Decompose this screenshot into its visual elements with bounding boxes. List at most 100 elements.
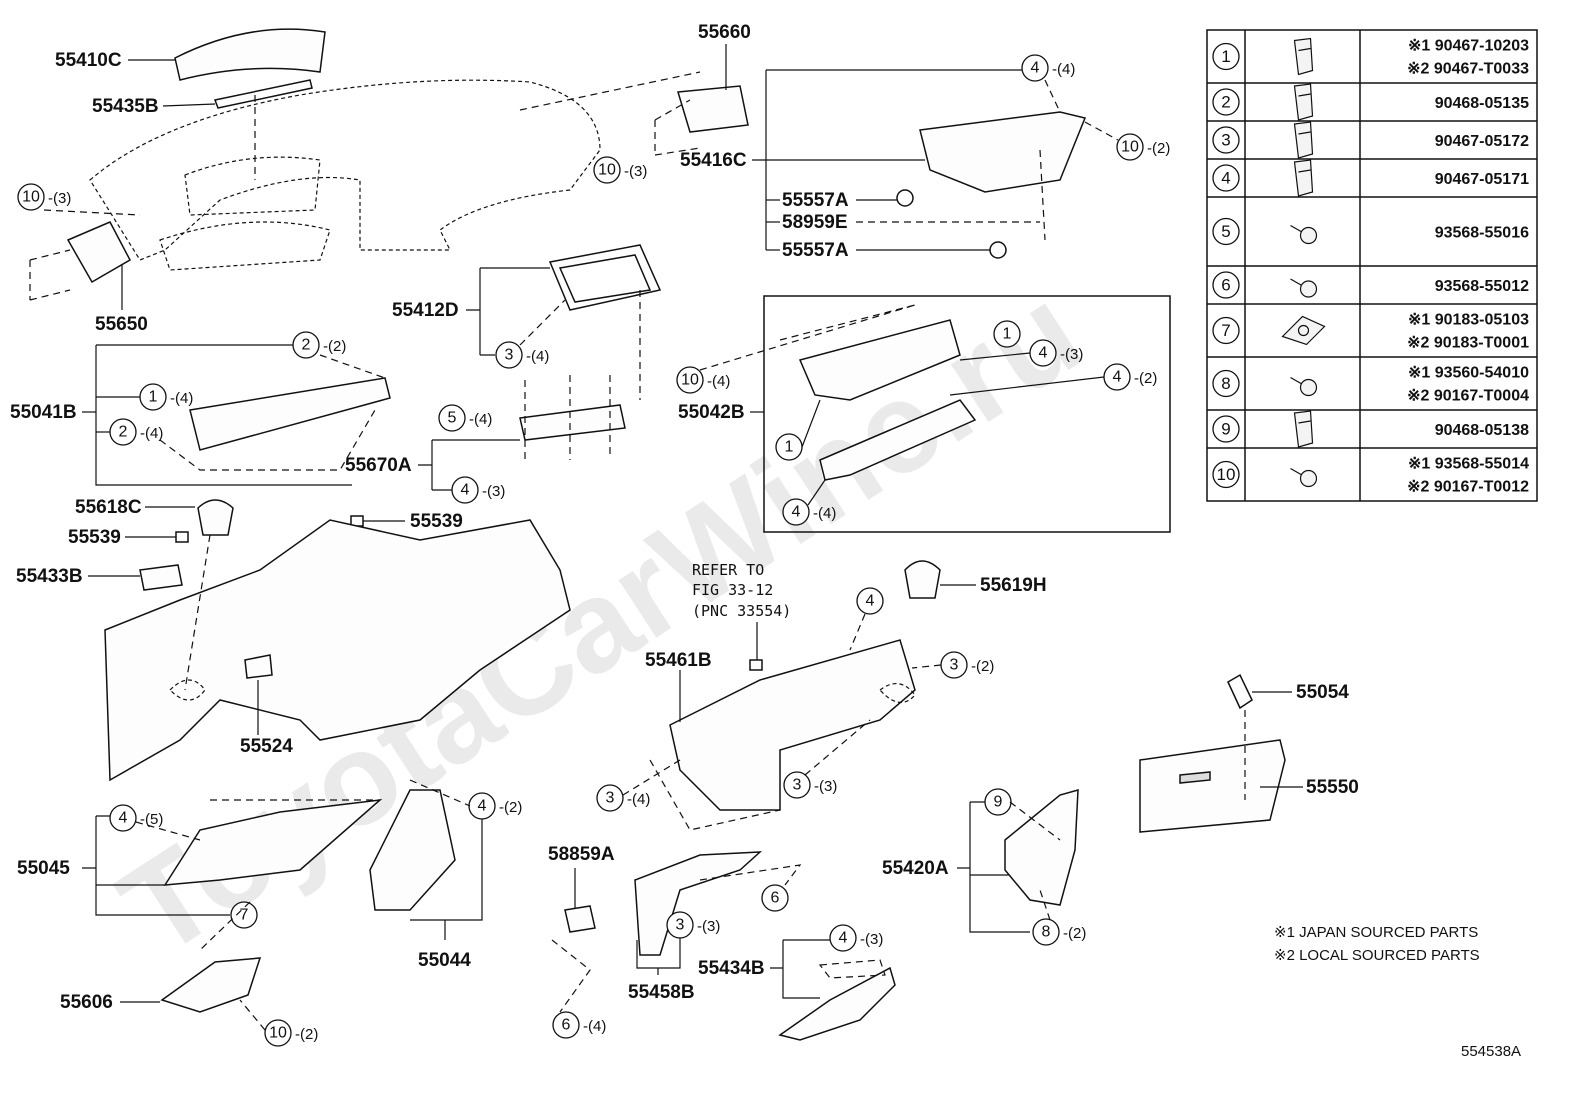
svg-text:4: 4 xyxy=(119,810,128,827)
part-55042B: 55042B xyxy=(678,402,745,423)
display-bezel-group: 55412D 3 -(4) xyxy=(392,244,662,400)
fastener-part-number: ※2 90167-T0012 xyxy=(1407,479,1529,496)
svg-text:6: 6 xyxy=(562,1017,571,1034)
cover-55420A-part xyxy=(1004,788,1079,906)
svg-text:4: 4 xyxy=(478,798,487,815)
lower-panel-55434B: 55434B 4 -(3) xyxy=(698,924,896,1041)
part-55557A-1: 55557A xyxy=(782,190,849,211)
fastener-row-6: 6 93568-55012 xyxy=(1207,265,1537,299)
part-55416C: 55416C xyxy=(680,150,747,171)
fastener-row-8: 8※1 93560-54010※2 90167-T0004 xyxy=(1207,356,1537,405)
instrument-panel-top: 55410C 55435B 55650 10 -(3) xyxy=(17,28,601,335)
clip-icon xyxy=(1293,159,1314,197)
part-55041B: 55041B xyxy=(10,402,77,423)
svg-text:1: 1 xyxy=(149,389,158,406)
box-55041B: 55041B 2 -(2) 1 -(4) 2 -(4) xyxy=(10,331,391,486)
bracket-55606-part xyxy=(160,957,262,1013)
svg-text:-(2): -(2) xyxy=(1063,925,1086,942)
svg-text:10: 10 xyxy=(681,372,699,389)
svg-text:6: 6 xyxy=(771,890,780,907)
screw-icon xyxy=(1290,224,1318,245)
svg-text:-(3): -(3) xyxy=(814,778,837,795)
part-55539-2: 55539 xyxy=(410,511,463,532)
glove-box-55550-part xyxy=(1139,739,1286,833)
clip-icon xyxy=(1293,121,1314,159)
svg-text:4: 4 xyxy=(1113,369,1122,386)
fastener-number: 8 xyxy=(1221,374,1230,393)
fastener-row-7: 7※1 90183-05103※2 90183-T0001 xyxy=(1207,303,1537,352)
part-55045: 55045 xyxy=(17,858,70,879)
svg-text:-(3): -(3) xyxy=(482,483,505,500)
damper-55054-part xyxy=(1227,673,1253,710)
svg-text:-(2): -(2) xyxy=(971,658,994,675)
fastener-part-number: ※1 90183-05103 xyxy=(1408,312,1529,329)
svg-text:-(3): -(3) xyxy=(1060,346,1083,363)
svg-text:-(4): -(4) xyxy=(469,411,492,428)
svg-text:1: 1 xyxy=(785,439,794,456)
fastener-number-badge xyxy=(1212,460,1240,489)
part-55461B: 55461B xyxy=(645,650,712,671)
svg-text:8: 8 xyxy=(1042,924,1051,941)
fastener-number: 7 xyxy=(1221,321,1230,340)
trim-strip-part xyxy=(213,79,313,109)
fastener-row-1: 1※1 90467-10203※2 90467-T0033 xyxy=(1212,37,1529,78)
fastener-part-number: 93568-55012 xyxy=(1435,278,1529,295)
ref-line-2: FIG 33-12 xyxy=(692,581,773,599)
fastener-number: 4 xyxy=(1221,169,1230,188)
svg-text:4: 4 xyxy=(461,482,470,499)
clip-icon xyxy=(1293,410,1314,448)
screw-icon xyxy=(1290,376,1318,397)
fastener-part-number: 90467-05172 xyxy=(1435,133,1529,150)
part-55557A-2: 55557A xyxy=(782,240,849,261)
panel-55434B-part xyxy=(778,966,896,1041)
glove-box-group: 55054 55550 xyxy=(1139,673,1359,833)
svg-text:5: 5 xyxy=(448,410,457,427)
fastener-part-number: ※2 90467-T0033 xyxy=(1407,61,1529,78)
svg-text:7: 7 xyxy=(240,907,249,924)
part-55619H: 55619H xyxy=(980,575,1047,596)
fastener-row-4: 4 90467-05171 xyxy=(1207,158,1537,197)
fastener-number-badge xyxy=(1212,126,1240,154)
panel-55416C-part xyxy=(919,111,1087,193)
dash-pad-outline xyxy=(89,79,601,261)
clip-icon xyxy=(1293,37,1314,76)
figure-code: 554538A xyxy=(1461,1043,1521,1060)
svg-text:3: 3 xyxy=(505,347,514,364)
note-local-sourced: ※2 LOCAL SOURCED PARTS xyxy=(1274,947,1480,964)
fastener-part-number: ※1 93568-55014 xyxy=(1408,456,1529,473)
fastener-number-badge xyxy=(1212,217,1240,246)
reinforcement-group: 55618C 55539 55539 55433B 55524 xyxy=(16,497,571,782)
part-55044: 55044 xyxy=(418,950,471,971)
part-55660: 55660 xyxy=(698,22,751,43)
svg-text:-(3): -(3) xyxy=(860,931,883,948)
glove-frame-lower-part xyxy=(819,399,977,481)
fastener-part-number: 90468-05138 xyxy=(1435,422,1529,439)
svg-text:-(5): -(5) xyxy=(140,811,163,828)
svg-text:-(4): -(4) xyxy=(1052,61,1075,78)
part-55650: 55650 xyxy=(95,314,148,335)
fastener-part-number: ※2 90167-T0004 xyxy=(1407,388,1529,405)
note-japan-sourced: ※1 JAPAN SOURCED PARTS xyxy=(1274,924,1478,941)
svg-text:4: 4 xyxy=(1031,60,1040,77)
svg-text:-(3): -(3) xyxy=(48,190,71,207)
fastener-part-number: 90467-05171 xyxy=(1435,171,1529,188)
panel-reinforcement-part xyxy=(104,519,571,782)
part-55670A: 55670A xyxy=(345,455,412,476)
svg-text:-(3): -(3) xyxy=(624,163,647,180)
svg-text:-(2): -(2) xyxy=(1147,140,1170,157)
screw-icon xyxy=(1290,467,1318,488)
ref-line-3: (PNC 33554) xyxy=(692,602,791,620)
svg-text:9: 9 xyxy=(994,794,1003,811)
vent-55660-part xyxy=(677,85,749,133)
svg-text:-(2): -(2) xyxy=(295,1026,318,1043)
fastener-part-number: 90468-05135 xyxy=(1435,95,1529,112)
console-panel-55461B-part xyxy=(669,639,916,811)
side-cover-55420A: 55420A 9 8 -(2) xyxy=(882,788,1086,946)
fastener-number-badge xyxy=(1212,316,1240,345)
fastener-number: 6 xyxy=(1221,276,1230,295)
part-55435B: 55435B xyxy=(92,96,159,117)
